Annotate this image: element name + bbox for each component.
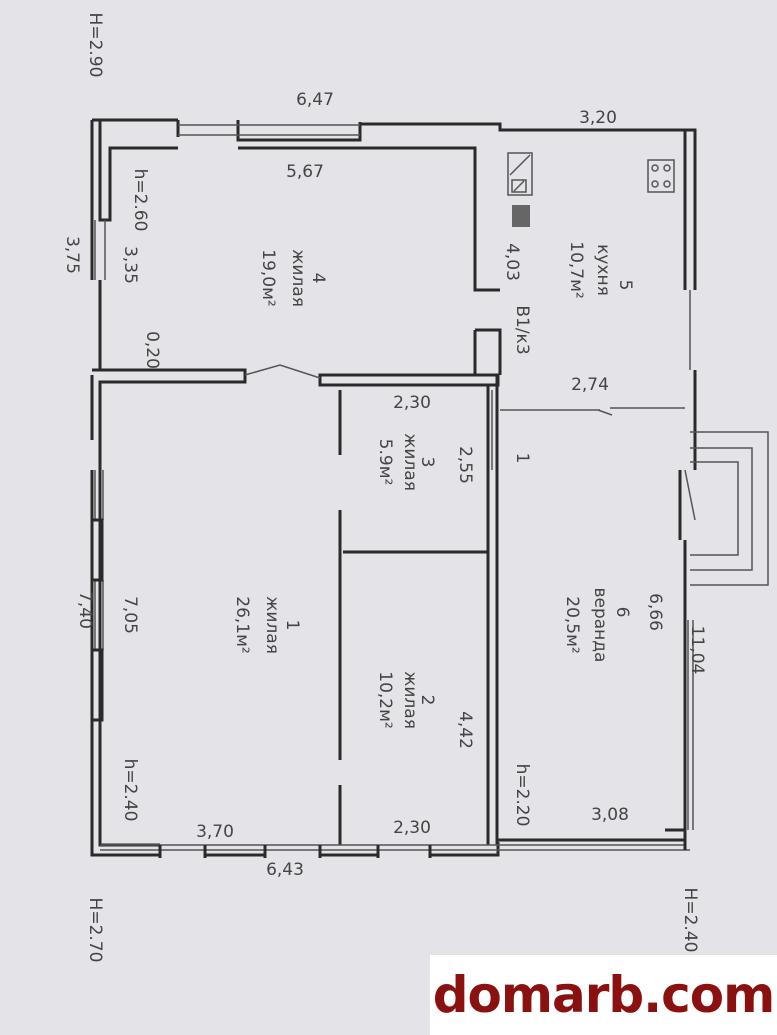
room-name: жилая [288,249,308,307]
room-number: 3 [417,457,437,468]
room-area: 26,1м² [232,596,252,654]
dim-left-total: 7,40 [75,591,95,629]
labels: H=2.90 H=2.70 H=2.40 6,47 3,20 5,67 h=2.… [62,13,707,963]
room-number: 6 [612,607,632,618]
dim-room4-inner: 5,67 [286,162,324,182]
room-area: 20,5м² [562,596,582,654]
dim-left-upper: 3,75 [62,236,82,274]
height-bottom-left: H=2.70 [85,898,105,963]
watermark-text: domarb.com [432,966,776,1024]
dim-kitchen-width: 2,74 [571,375,609,395]
dim-bottom-width: 6,43 [266,860,304,880]
room-name: веранда [590,588,610,663]
dim-room2-depth: 4,42 [455,711,475,749]
room-number: 1 [282,620,302,631]
label-corridor: 1 [512,453,532,464]
room-1-label: 1 жилая 26,1м² [232,596,302,654]
height-top-left: H=2.90 [85,13,105,78]
room-number: 2 [417,695,437,706]
dim-veranda-depth: 6,66 [645,593,665,631]
room-area: 10,7м² [566,241,586,299]
room-6-label: 6 веранда 20,5м² [562,588,632,663]
room-4-label: 4 жилая 19,0м² [258,249,328,307]
room-3-label: 3 жилая 5.9м² [375,433,437,491]
walls [90,118,769,858]
room-name: кухня [593,244,613,296]
dim-room4-depth: 3,35 [120,246,140,284]
dim-wall: 0,20 [142,331,162,369]
height-bottom-right: H=2.40 [680,888,700,953]
room-number: 4 [308,273,328,284]
label-wc: В1/к3 [512,305,532,354]
dim-room4-h: h=2.60 [130,169,150,232]
room-area: 10,2м² [375,671,395,729]
dim-right-total: 11,04 [687,626,707,675]
dim-top-width: 6,47 [296,90,334,110]
stove-icon [647,159,675,193]
dim-kitchen-depth: 4,03 [502,243,522,281]
dim-room1-h: h=2.40 [120,759,140,822]
room-5-label: 5 кухня 10,7м² [566,241,635,299]
room-2-label: 2 жилая 10,2м² [375,671,437,729]
room-area: 5.9м² [375,439,395,486]
room-name: жилая [400,433,420,491]
dim-room3-depth: 2,55 [455,446,475,484]
dim-room1-depth: 7,05 [120,596,140,634]
watermark: domarb.com [430,955,777,1035]
dim-room2-width: 2,30 [393,818,431,838]
dim-veranda-width: 3,08 [591,805,629,825]
dim-room3-width: 2,30 [393,393,431,413]
room-name: жилая [262,596,282,654]
room-name: жилая [400,671,420,729]
room-area: 19,0м² [258,249,278,307]
dim-kitchen-top: 3,20 [579,108,617,128]
dim-veranda-h: h=2.20 [512,764,532,827]
room-number: 5 [615,280,635,291]
dim-room1-width: 3,70 [196,822,234,842]
